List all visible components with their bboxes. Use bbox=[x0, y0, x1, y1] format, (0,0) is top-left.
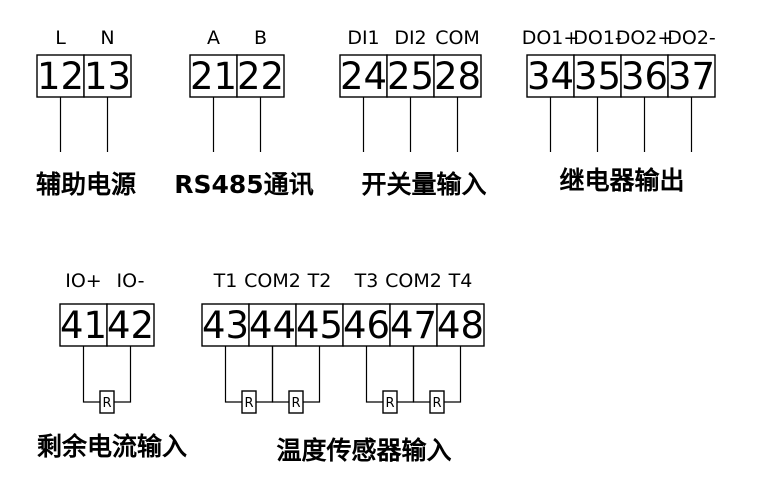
terminal-13-box bbox=[83, 54, 132, 98]
pin-label-36: DO2+ bbox=[616, 27, 674, 49]
terminal-34-number: 34 bbox=[527, 55, 574, 98]
terminal-28-box bbox=[433, 54, 482, 98]
pin-label-28: COM bbox=[435, 27, 480, 49]
terminal-28-number: 28 bbox=[434, 55, 481, 98]
aux-power-caption: 辅助电源 bbox=[36, 170, 136, 199]
relay-output-caption: 继电器输出 bbox=[559, 166, 684, 195]
terminal-47-number: 47 bbox=[390, 304, 437, 347]
terminal-42-number: 42 bbox=[107, 304, 154, 347]
terminal-43-box bbox=[201, 303, 250, 347]
switch-input-caption: 开关量输入 bbox=[361, 170, 486, 199]
temp-loop-2-resistor-label: R bbox=[291, 396, 300, 411]
terminal-24-number: 24 bbox=[340, 55, 387, 98]
temp-loop-1-resistor bbox=[241, 390, 257, 414]
terminal-13-number: 13 bbox=[84, 55, 131, 98]
pin-label-37: DO2- bbox=[667, 27, 716, 49]
pin-label-34: DO1+ bbox=[522, 27, 580, 49]
terminal-45-box bbox=[295, 303, 344, 347]
temp-loop-3-resistor-label: R bbox=[385, 396, 394, 411]
terminal-44-number: 44 bbox=[249, 304, 296, 347]
temp-loop-4-resistor bbox=[429, 390, 445, 414]
pin-label-44: COM2 bbox=[244, 270, 301, 292]
terminal-35-number: 35 bbox=[574, 55, 621, 98]
terminal-48-box bbox=[436, 303, 485, 347]
terminal-25-number: 25 bbox=[387, 55, 434, 98]
pin-label-24: DI1 bbox=[347, 27, 379, 49]
pin-label-13: N bbox=[100, 27, 114, 49]
terminal-46-number: 46 bbox=[343, 304, 390, 347]
pin-label-22: B bbox=[254, 27, 267, 49]
terminal-21-box bbox=[189, 54, 238, 98]
rs485-caption: RS485通讯 bbox=[174, 170, 313, 199]
pin-label-35: DO1- bbox=[573, 27, 622, 49]
terminal-22-number: 22 bbox=[237, 55, 284, 98]
pin-label-25: DI2 bbox=[394, 27, 426, 49]
residual-current-loop-resistor bbox=[99, 390, 115, 414]
residual-current-loop-resistor-label: R bbox=[102, 396, 111, 411]
terminal-44-box bbox=[248, 303, 297, 347]
terminal-42-box bbox=[106, 303, 155, 347]
pin-label-42: IO- bbox=[117, 270, 145, 292]
terminal-12-number: 12 bbox=[37, 55, 84, 98]
temp-loop-4-resistor-label: R bbox=[432, 396, 441, 411]
terminal-37-number: 37 bbox=[668, 55, 715, 98]
terminal-36-number: 36 bbox=[621, 55, 668, 98]
terminal-12-box bbox=[36, 54, 85, 98]
terminal-41-number: 41 bbox=[60, 304, 107, 347]
terminal-21-number: 21 bbox=[190, 55, 237, 98]
pin-label-45: T2 bbox=[307, 270, 332, 292]
pin-label-41: IO+ bbox=[65, 270, 101, 292]
pin-label-43: T1 bbox=[213, 270, 238, 292]
temp-loop-1-resistor-label: R bbox=[244, 396, 253, 411]
pin-label-48: T4 bbox=[448, 270, 473, 292]
temp-loop-2-resistor bbox=[288, 390, 304, 414]
pin-label-46: T3 bbox=[354, 270, 379, 292]
terminal-48-number: 48 bbox=[437, 304, 484, 347]
pin-label-12: L bbox=[55, 27, 66, 49]
temperature-caption: 温度传感器输入 bbox=[276, 436, 451, 465]
terminal-41-box bbox=[59, 303, 108, 347]
terminal-46-box bbox=[342, 303, 391, 347]
pin-label-47: COM2 bbox=[385, 270, 442, 292]
temp-loop-3-resistor bbox=[382, 390, 398, 414]
residual-current-caption: 剩余电流输入 bbox=[37, 432, 187, 461]
pin-label-21: A bbox=[207, 27, 220, 49]
terminal-45-number: 45 bbox=[296, 304, 343, 347]
terminal-43-number: 43 bbox=[202, 304, 249, 347]
